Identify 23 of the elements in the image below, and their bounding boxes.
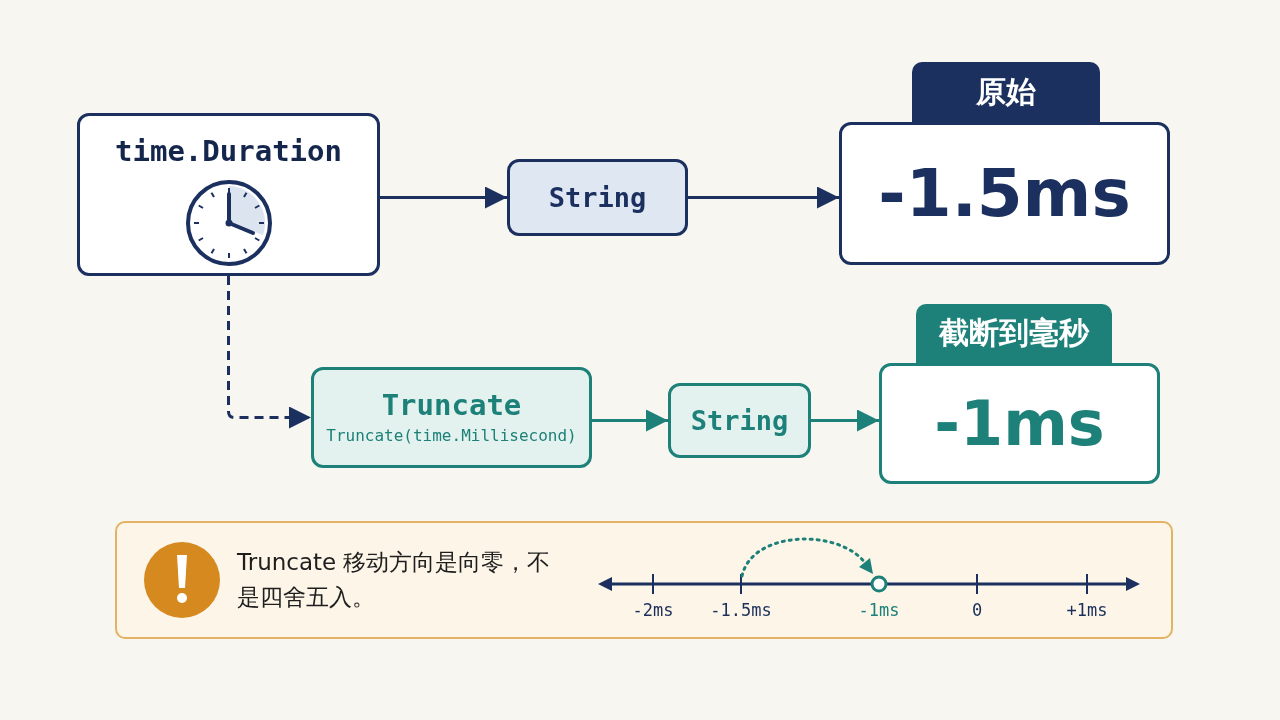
tab-label: 原始 <box>912 62 1100 122</box>
type-name: time.Duration <box>115 134 342 168</box>
function-name: Truncate <box>381 390 522 422</box>
tick-label: 0 <box>971 600 983 620</box>
tick-label: -2ms <box>632 600 674 620</box>
note-panel <box>115 521 1173 639</box>
tick-label: -1ms <box>858 600 900 620</box>
arrow <box>227 276 311 429</box>
arrow <box>380 186 507 209</box>
function-call: Truncate(time.Millisecond) <box>326 425 577 445</box>
type-box <box>77 113 380 276</box>
tick-label: +1ms <box>1066 600 1108 620</box>
arrow <box>688 186 839 209</box>
tab-label: 截断到毫秒 <box>916 304 1112 363</box>
result-value: -1.5ms <box>878 155 1131 232</box>
note-text: Truncate 移动方向是向零，不是四舍五入。 <box>237 548 552 612</box>
arrow <box>592 409 668 432</box>
method-box: String <box>668 383 811 458</box>
method-box: String <box>507 159 688 236</box>
tick-label: -1.5ms <box>710 600 772 620</box>
result-value: -1ms <box>934 387 1105 460</box>
arrow <box>811 409 879 432</box>
function-box <box>311 367 592 468</box>
